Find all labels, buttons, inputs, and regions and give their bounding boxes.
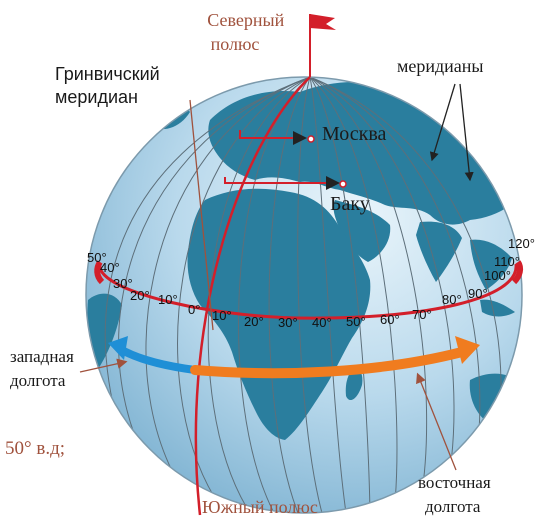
west-tick: 0°: [188, 302, 200, 317]
baku-coordinate-label: 50° в.д;: [5, 438, 65, 459]
equator-left-end: [94, 260, 105, 285]
east-tick: 90°: [468, 286, 488, 301]
east-longitude-arrow: [190, 347, 467, 379]
west-tick: 20°: [130, 288, 150, 303]
east-tick: 50°: [346, 314, 366, 329]
west-longitude-arrow: [118, 346, 199, 374]
baku-marker: [339, 180, 347, 188]
east-tick: 20°: [244, 314, 264, 329]
meridians-label: меридианы: [397, 56, 484, 76]
west-degree-ticks: 50° 40° 30° 20° 10° 0°: [87, 250, 200, 317]
east-tick: 100°: [484, 268, 511, 283]
west-arrow-head: [108, 336, 128, 360]
east-tick: 70°: [412, 307, 432, 322]
leader-lines: [79, 83, 474, 471]
greenwich-label: Гринвичский меридиан: [55, 64, 165, 107]
east-tick: 110°: [494, 254, 520, 269]
west-longitude-label: западная долгота: [10, 347, 78, 390]
south-pole-label: Южный полюс: [202, 497, 318, 517]
moscow-label: Москва: [322, 123, 387, 145]
equator-line: [98, 263, 518, 320]
east-tick: 40°: [312, 315, 332, 330]
moscow-marker: [307, 135, 315, 143]
north-pole-label: Северный полюс: [207, 10, 288, 54]
southeast-asia-landmass: [470, 239, 512, 290]
east-tick: 120°: [508, 236, 535, 251]
east-tick: 80°: [442, 292, 462, 307]
greenwich-meridian-line: [194, 76, 311, 516]
east-arrow-head: [455, 336, 480, 364]
east-longitude-label: восточная долгота: [418, 473, 495, 516]
east-tick: 60°: [380, 312, 400, 327]
south-america-landmass: [87, 293, 122, 372]
equator-right-end: [511, 260, 524, 285]
west-tick: 40°: [100, 260, 120, 275]
east-tick: 10°: [212, 308, 232, 323]
east-degree-ticks: 10° 20° 30° 40° 50° 60° 70° 80° 90° 100°…: [212, 236, 535, 330]
indonesia-landmass: [480, 299, 515, 317]
west-tick: 10°: [158, 292, 178, 307]
west-tick: 50°: [87, 250, 107, 265]
city-pointers: [224, 130, 340, 190]
north-pole-flag-icon: [310, 14, 336, 30]
madagascar-landmass: [345, 368, 363, 401]
east-tick: 30°: [278, 315, 298, 330]
west-tick: 30°: [113, 276, 133, 291]
globe-outline: [85, 76, 523, 514]
baku-label: Баку: [330, 193, 370, 215]
india-landmass: [416, 221, 462, 282]
